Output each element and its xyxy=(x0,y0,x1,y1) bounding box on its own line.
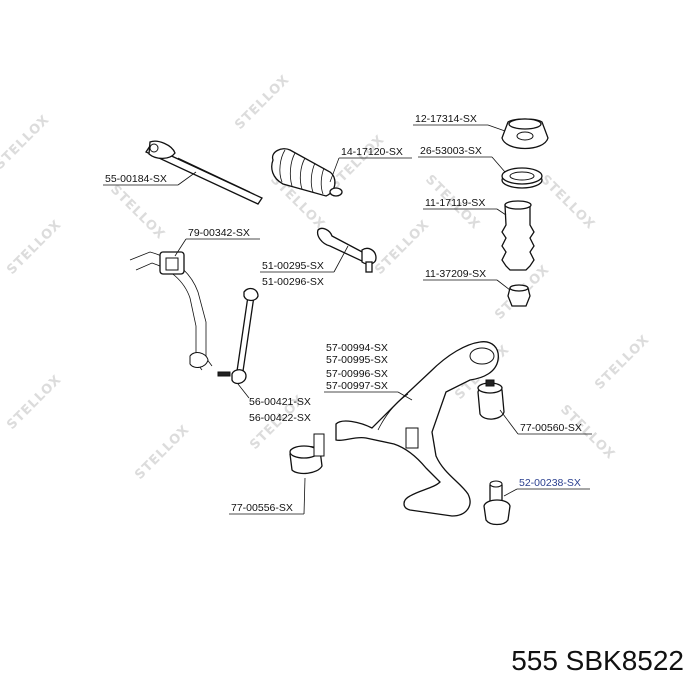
watermark: STELLOX xyxy=(537,172,598,233)
dust-boot-part xyxy=(501,200,535,271)
callout-label: 77-00560-SX xyxy=(520,422,582,434)
tie-rod-part xyxy=(145,140,263,205)
bushing-large-part xyxy=(477,379,505,420)
callout-11-37209: 11-37209-SX xyxy=(423,268,511,291)
callout-label: 12-17314-SX xyxy=(415,113,477,125)
callout-label: 11-37209-SX xyxy=(425,268,486,280)
control-arm-part xyxy=(335,341,499,517)
bump-stop-part xyxy=(507,284,531,307)
callout-79-00342: 79-00342-SX xyxy=(174,227,260,257)
watermark: STELLOX xyxy=(4,372,65,433)
callout-label: 55-00184-SX xyxy=(105,173,167,185)
watermark: STELLOX xyxy=(132,422,193,483)
callout-label: 56-00421-SX xyxy=(249,396,311,408)
callout-12-17314: 12-17314-SX xyxy=(413,113,506,132)
watermark: STELLOX xyxy=(592,332,653,393)
stabilizer-link-part xyxy=(217,287,259,385)
callout-55-00184: 55-00184-SX xyxy=(103,171,197,186)
suspension-parts-diagram: STELLOX STELLOX STELLOX STELLOX STELLOX … xyxy=(0,72,653,526)
callout-label: 57-00995-SX xyxy=(326,354,388,366)
stabilizer-bar-part xyxy=(129,251,213,371)
bushing-small-part xyxy=(289,433,325,475)
callout-26-53003: 26-53003-SX xyxy=(418,145,506,173)
callout-label: 51-00296-SX xyxy=(262,276,324,288)
callout-77-00560: 77-00560-SX xyxy=(499,409,592,435)
callout-57-00994: 57-00994-SX 57-00995-SX 57-00996-SX 57-0… xyxy=(324,342,413,401)
callout-label: 11-17119-SX xyxy=(425,197,485,209)
watermark: STELLOX xyxy=(372,217,433,278)
callout-14-17120: 14-17120-SX xyxy=(329,146,412,183)
callout-label: 52-00238-SX xyxy=(519,477,581,489)
callout-label: 14-17120-SX xyxy=(341,146,403,158)
callout-51-00296: 51-00296-SX xyxy=(262,276,324,288)
callout-label: 79-00342-SX xyxy=(188,227,250,239)
part-code-caption: 555 SBK8522 xyxy=(511,645,684,676)
strut-mount-part xyxy=(501,118,549,150)
watermark: STELLOX xyxy=(4,217,65,278)
callout-label: 56-00422-SX xyxy=(249,412,311,424)
callout-label: 57-00994-SX xyxy=(326,342,388,354)
strut-bearing-part xyxy=(501,167,543,189)
callout-52-00238: 52-00238-SX xyxy=(503,477,590,497)
callout-77-00556: 77-00556-SX xyxy=(229,477,306,515)
callout-label: 57-00996-SX xyxy=(326,368,388,380)
callout-label: 77-00556-SX xyxy=(231,502,293,514)
watermark: STELLOX xyxy=(107,182,168,243)
callout-51-00295: 51-00295-SX xyxy=(260,245,349,273)
callout-label: 51-00295-SX xyxy=(262,260,324,272)
watermark: STELLOX xyxy=(327,132,388,193)
callout-56-00421: 56-00421-SX 56-00422-SX xyxy=(237,383,311,424)
callout-label: 26-53003-SX xyxy=(420,145,482,157)
callout-11-17119: 11-17119-SX xyxy=(423,197,507,216)
ball-joint-part xyxy=(483,480,511,526)
tie-rod-end-part xyxy=(316,227,377,273)
callout-label: 57-00997-SX xyxy=(326,380,388,392)
watermark: STELLOX xyxy=(232,72,293,133)
steering-boot-part xyxy=(271,148,343,197)
watermark: STELLOX xyxy=(0,112,53,173)
